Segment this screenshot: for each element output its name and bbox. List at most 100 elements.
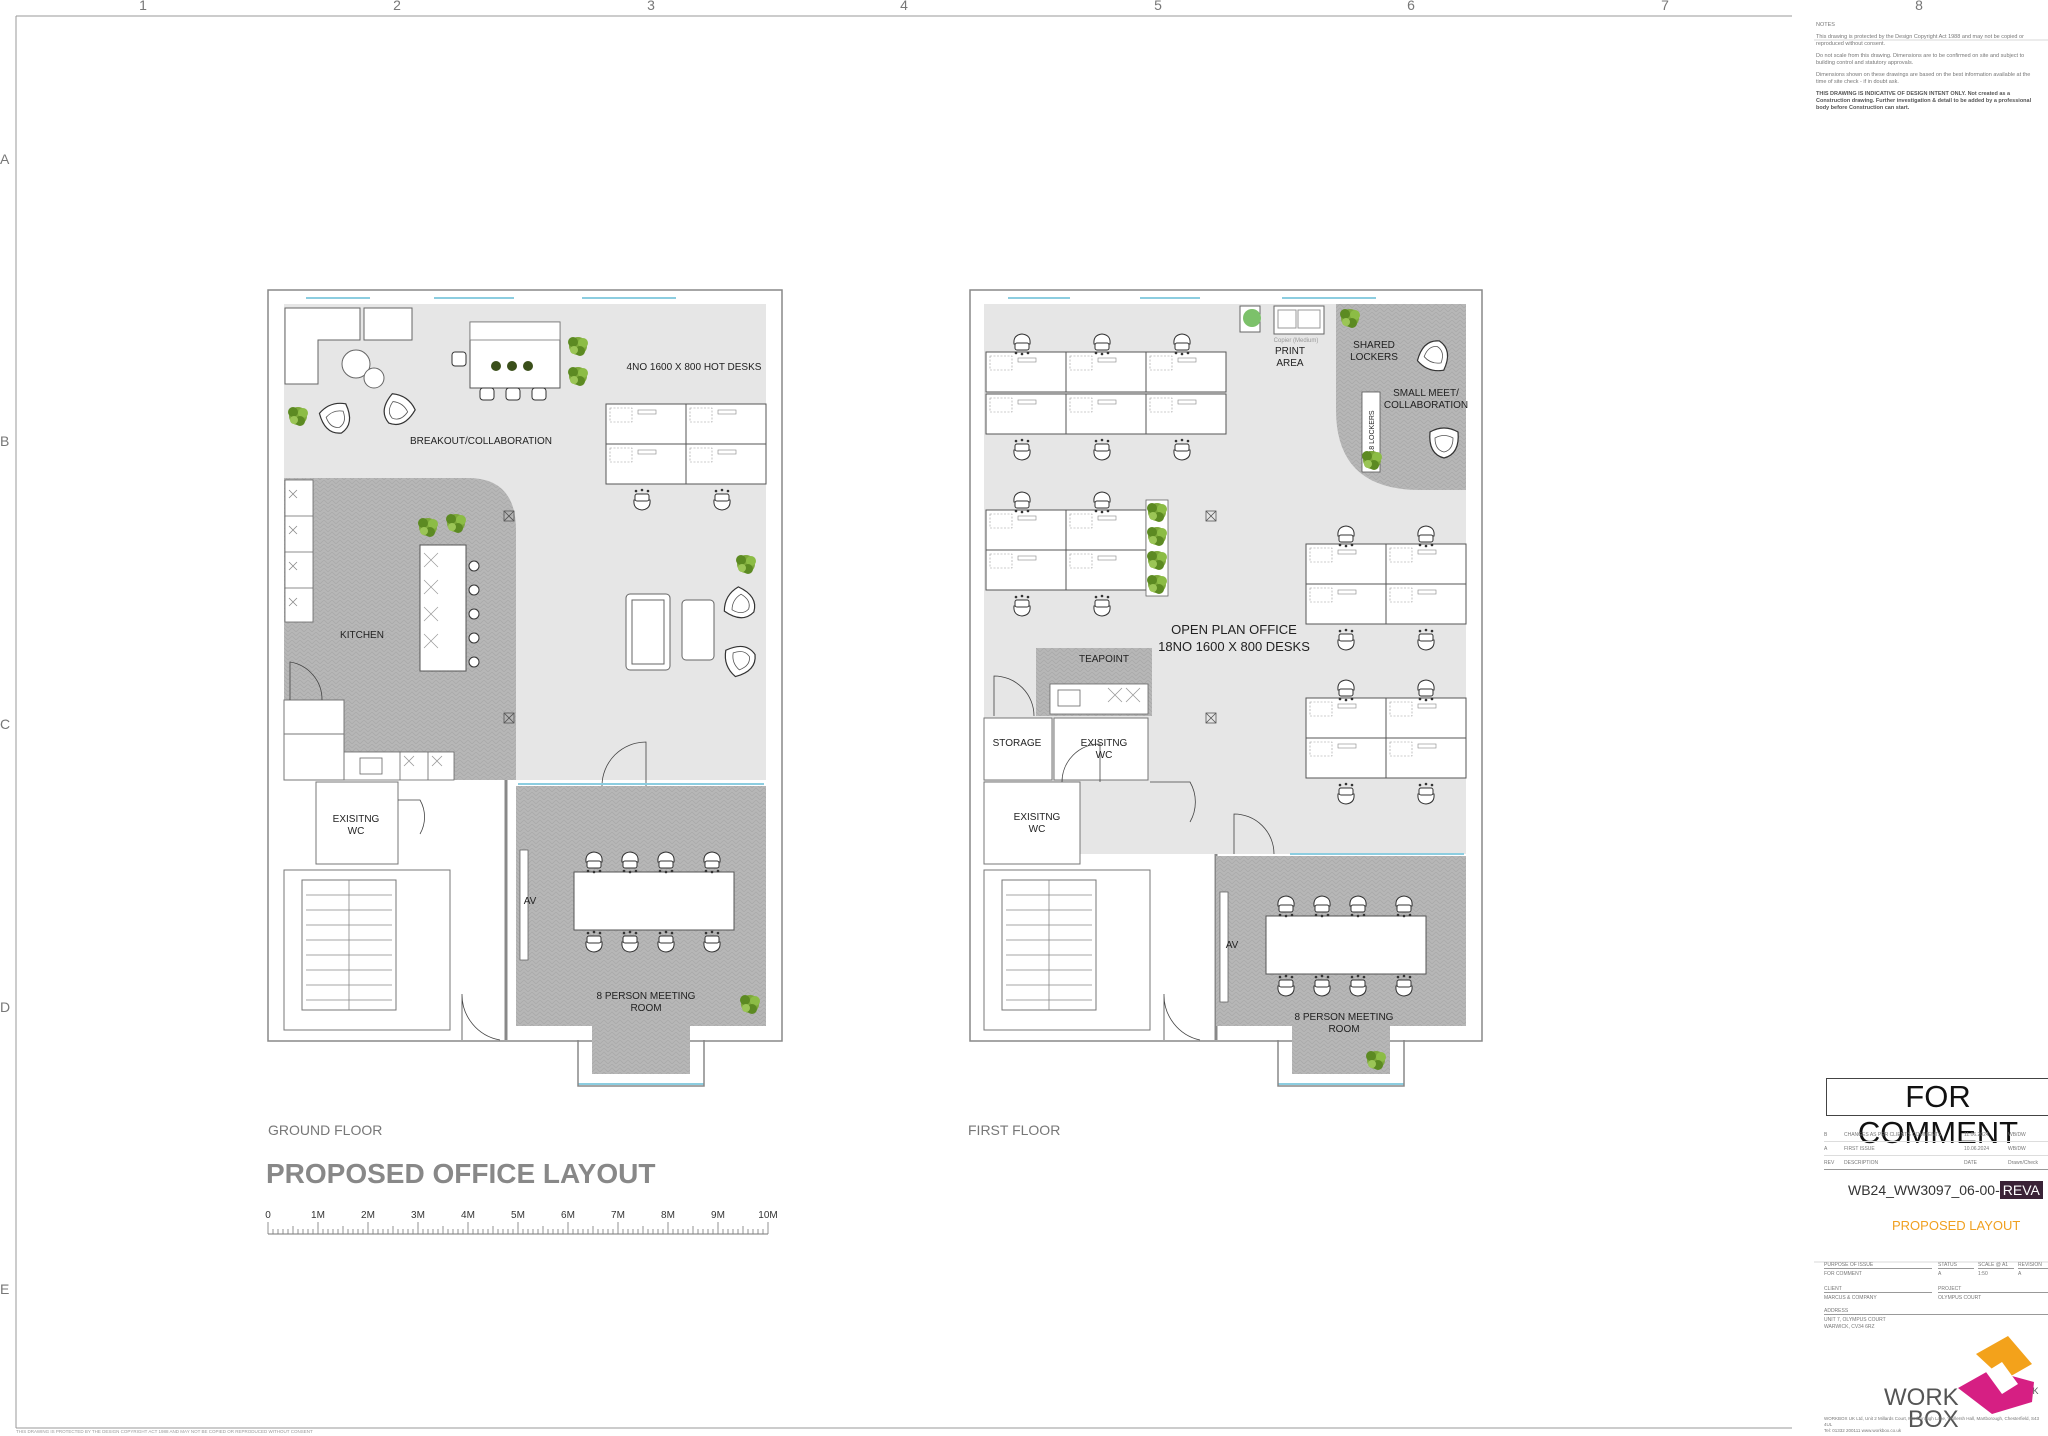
- first-desk-cluster-2: [985, 509, 1147, 591]
- grid-row-e: E: [0, 1281, 9, 1297]
- workbox-logo: WORK BOX UK: [1884, 1336, 2039, 1433]
- rev-date: 11.06.2024: [1964, 1131, 1989, 1138]
- address-line-2: WARWICK, CV34 6RZ: [1824, 1324, 1875, 1330]
- ground-meeting-table: [573, 871, 735, 931]
- grid-col-1: 1: [139, 0, 147, 13]
- purpose-label: PURPOSE OF ISSUE: [1824, 1262, 1932, 1269]
- purpose-value: FOR COMMENT: [1824, 1271, 1862, 1277]
- kitchen-island: [419, 544, 480, 672]
- rev-header-desc: DESCRIPTION: [1844, 1159, 1879, 1166]
- label-breakout: BREAKOUT/COLLABORATION: [410, 436, 552, 447]
- grid-col-7: 7: [1661, 0, 1669, 13]
- label-storage: STORAGE: [993, 738, 1042, 749]
- rev-code: A: [1824, 1145, 1828, 1152]
- label-teapoint: TEAPOINT: [1079, 654, 1129, 665]
- label-first-meeting-1: 8 PERSON MEETING: [1295, 1012, 1394, 1023]
- label-lockers-1: SHARED: [1353, 340, 1395, 351]
- title-block-frame: [1814, 39, 2048, 1263]
- scale-label: 6M: [561, 1210, 575, 1221]
- company-contact-line: Tel: 01332 200111 www.workbox.co.uk: [1824, 1428, 1902, 1433]
- scale-label: 4M: [461, 1210, 475, 1221]
- ground-floor-plan: BREAKOUT/COLLABORATION 4NO 1600 X 800 HO…: [267, 289, 783, 1087]
- scale-label: 9M: [711, 1210, 725, 1221]
- address-label: ADDRESS: [1824, 1308, 2048, 1315]
- grid-row-b: B: [0, 433, 9, 449]
- grid-row-a: A: [0, 151, 10, 167]
- scale-label: SCALE @ A1: [1978, 1262, 2014, 1269]
- rev-header-rev: REV: [1824, 1159, 1835, 1166]
- label-first-wc-a1: EXISITNG: [1081, 738, 1128, 749]
- grid-col-3: 3: [647, 0, 655, 13]
- ground-cores: [283, 699, 508, 1040]
- rev-description: FIRST ISSUE: [1844, 1145, 1875, 1152]
- revision-header-row: REV DESCRIPTION DATE Drawn/Check: [1824, 1156, 2048, 1170]
- label-hot-desks: 4NO 1600 X 800 HOT DESKS: [627, 362, 762, 373]
- company-address-line: WORKBOX UK Ltd, Unit 2 Millards Court, M…: [1824, 1416, 2040, 1427]
- grid-row-c: C: [0, 716, 10, 732]
- label-open-plan-1: OPEN PLAN OFFICE: [1171, 622, 1297, 637]
- grid-col-6: 6: [1407, 0, 1415, 13]
- print-area: Copier (Medium): [1239, 305, 1325, 344]
- first-desk-cluster-4: [1305, 697, 1467, 779]
- grid-col-8: 8: [1915, 0, 1923, 13]
- ground-sofa: [625, 593, 715, 671]
- label-ground-av: AV: [524, 896, 537, 907]
- ground-stairs: [306, 880, 392, 1010]
- label-first-wc-a2: WC: [1096, 750, 1113, 761]
- label-ground-meeting-2: ROOM: [630, 1003, 661, 1014]
- ground-hot-desks: [605, 403, 767, 485]
- rev-drawn: WB/DW: [2008, 1145, 2026, 1152]
- first-meeting-table: [1265, 915, 1427, 975]
- label-small-meet-2: COLLABORATION: [1384, 400, 1468, 411]
- drawing-number-base: WB24_WW3097_06-00-: [1848, 1182, 2000, 1198]
- revision-tag: REVA: [1999, 1181, 2043, 1199]
- grid-col-2: 2: [393, 0, 401, 13]
- project-value: OLYMPUS COURT: [1938, 1295, 1982, 1301]
- grid-col-5: 5: [1154, 0, 1162, 13]
- breakout-high-table: [451, 321, 561, 401]
- revision-value: A: [2018, 1271, 2022, 1277]
- rev-date: 10.06.2024: [1964, 1145, 1990, 1152]
- label-ground-wc-2: WC: [348, 826, 365, 837]
- scale-value: 1:50: [1978, 1271, 1988, 1277]
- drawing-subtitle: PROPOSED LAYOUT: [1892, 1218, 2021, 1233]
- rev-description: CHANGES AS PER CLIENTS COMMENTS: [1844, 1131, 1942, 1138]
- revision-row: A FIRST ISSUE 10.06.2024 WB/DW: [1824, 1142, 2048, 1156]
- first-floor-label: FIRST FLOOR: [968, 1122, 1060, 1138]
- status-banner: FOR COMMENT: [1826, 1078, 2048, 1150]
- scale-label: 7M: [611, 1210, 625, 1221]
- drawing-number: WB24_WW3097_06-00-REVA: [1848, 1181, 2043, 1199]
- first-cores: [983, 717, 1218, 1040]
- scale-label: 0: [265, 1210, 271, 1221]
- breakout-furniture: [284, 307, 413, 389]
- scale-label: 8M: [661, 1210, 675, 1221]
- scale-label: 10M: [758, 1210, 777, 1221]
- sheet-border: [15, 15, 1792, 1429]
- rev-code: B: [1824, 1131, 1828, 1138]
- label-small-meet-1: SMALL MEET/: [1393, 388, 1459, 399]
- scale-label: 1M: [311, 1210, 325, 1221]
- notes-line-1: This drawing is protected by the Design …: [1816, 34, 2024, 47]
- label-open-plan-2: 18NO 1600 X 800 DESKS: [1158, 639, 1310, 654]
- label-first-wc-b2: WC: [1029, 824, 1046, 835]
- drawing-title: PROPOSED OFFICE LAYOUT: [266, 1158, 655, 1189]
- drawing-notes: NOTES This drawing is protected by the D…: [1816, 22, 2038, 117]
- label-first-meeting-2: ROOM: [1328, 1024, 1359, 1035]
- scale-label: 3M: [411, 1210, 425, 1221]
- notes-heading: NOTES: [1816, 22, 1835, 28]
- status-value: A: [1938, 1271, 1942, 1277]
- row-grid-labels: A B C D E: [0, 151, 10, 1297]
- rev-drawn: WB/DW: [2008, 1131, 2026, 1138]
- notes-line-3: Dimensions shown on these drawings are b…: [1816, 72, 2031, 85]
- column-grid-labels: 1 2 3 4 5 6 7 8: [139, 0, 1923, 13]
- label-kitchen: KITCHEN: [340, 630, 384, 641]
- revision-table: B CHANGES AS PER CLIENTS COMMENTS 11.06.…: [1824, 1128, 2048, 1170]
- label-first-wc-b1: EXISITNG: [1014, 812, 1061, 823]
- label-print-1: PRINT: [1275, 346, 1305, 357]
- label-copier: Copier (Medium): [1274, 338, 1319, 344]
- rev-header-date: DATE: [1964, 1159, 1977, 1166]
- rev-header-drawn: Drawn/Check: [2008, 1159, 2039, 1166]
- first-floor-plan: 18 LOCKERS Copier (Medium): [969, 289, 1483, 1087]
- notes-line-2: Do not scale from this drawing. Dimensio…: [1816, 53, 2025, 66]
